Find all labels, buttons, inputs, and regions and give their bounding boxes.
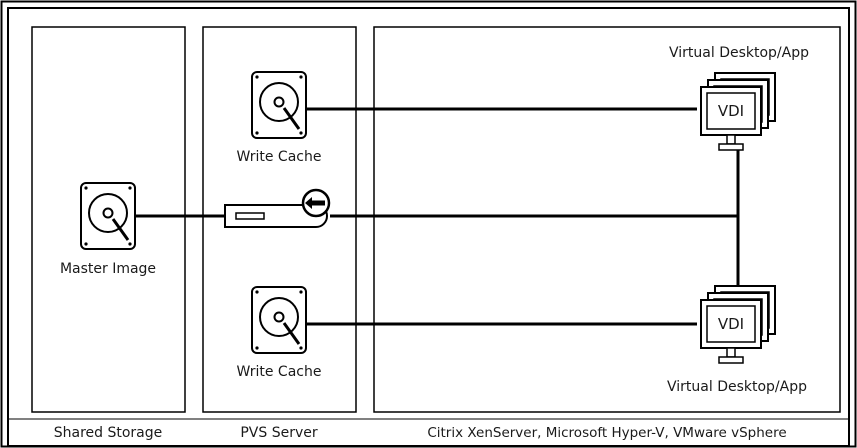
hard-disk-icon [250, 285, 308, 355]
arrow-left-icon [301, 188, 331, 218]
shared-storage-panel [31, 26, 186, 413]
monitor-icon [700, 72, 776, 151]
write-cache-bottom-label: Write Cache [237, 364, 322, 380]
vdi-top-screen-label: VDI [718, 102, 744, 120]
hypervisor-caption: Citrix XenServer, Microsoft Hyper-V, VMw… [427, 425, 786, 441]
vm-bottom-caption: Virtual Desktop/App [667, 379, 807, 395]
shared-storage-caption: Shared Storage [54, 425, 163, 441]
pvs-server-panel [202, 26, 357, 413]
pvs-server-caption: PVS Server [240, 425, 318, 441]
vdi-bottom-screen-label: VDI [718, 315, 744, 333]
hypervisor-panel [373, 26, 841, 413]
master-image-label: Master Image [60, 261, 156, 277]
hard-disk-icon [79, 181, 137, 251]
hard-disk-icon [250, 70, 308, 140]
monitor-icon [700, 285, 776, 364]
write-cache-top-label: Write Cache [237, 149, 322, 165]
inner-frame [7, 7, 850, 447]
vm-top-caption: Virtual Desktop/App [669, 45, 809, 61]
